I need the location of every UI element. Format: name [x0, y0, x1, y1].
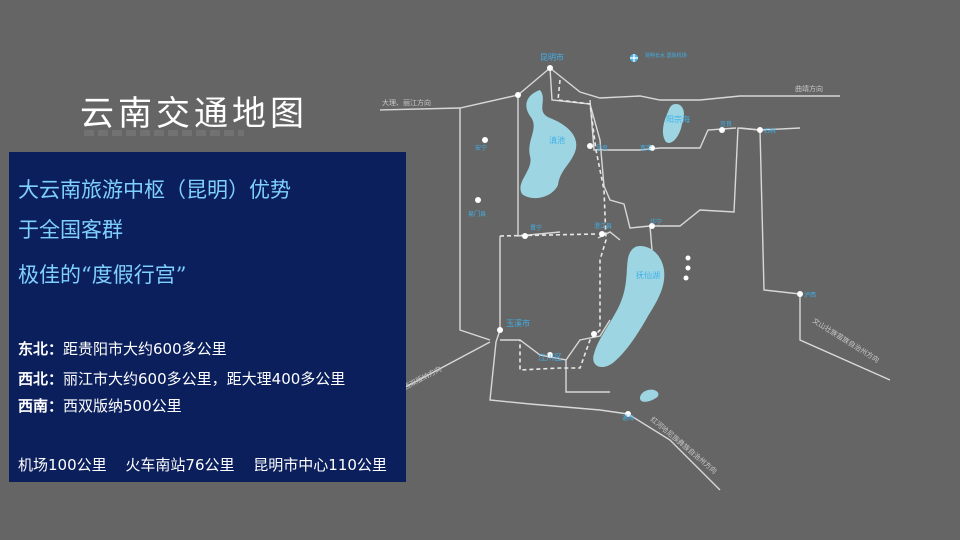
headline-3: 极佳的“度假行宫”: [18, 263, 187, 287]
label-dir-wenshan: 文山壮族苗族自治州方向: [811, 316, 881, 364]
northwest-text: 丽江市大约600多公里，距大理400多公里: [63, 370, 346, 388]
southwest-text: 西双版纳500公里: [63, 397, 182, 415]
southwest-line: 西南：西双版纳500公里: [18, 395, 182, 416]
label-anning: 安宁: [475, 144, 487, 152]
label-kanding: 宽定: [640, 144, 652, 152]
dianchi-lake: [520, 90, 577, 199]
label-huaning: 华宁: [650, 218, 662, 226]
label-airport: 昆明长水 国际机场: [645, 52, 687, 59]
label-kunming: 昆明市: [540, 52, 564, 62]
fuxianhu-lake: [593, 246, 665, 368]
xingyunhu-lake: [640, 389, 659, 402]
northwest-label: 西北：: [18, 370, 64, 388]
headline-2: 于全国客群: [18, 218, 123, 242]
northeast-text: 距贵阳市大约600多公里: [63, 340, 227, 358]
northeast-label: 东北：: [18, 340, 64, 358]
distance-summary: 机场100公里 火车南站76公里 昆明市中心110公里: [18, 454, 401, 475]
label-shilin: 石林: [764, 127, 776, 135]
label-jiangchuan: 江川区: [538, 353, 562, 362]
label-dir-xishuang: 西双版纳方向: [402, 364, 443, 392]
label-luxi: 泸西: [804, 291, 816, 299]
label-yimen: 易门县: [468, 210, 486, 218]
headline-1: 大云南旅游中枢（昆明）优势: [18, 178, 291, 202]
label-jinning: 晋宁: [530, 224, 542, 232]
page-title: 云南交通地图: [80, 94, 308, 134]
station-distance: 火车南站76公里: [125, 456, 235, 474]
southwest-label: 西南：: [18, 397, 64, 415]
label-dir-dali: 大理、丽江方向: [382, 98, 431, 107]
label-dianchi: 滇池: [549, 135, 565, 145]
label-yiliang: 宜良: [720, 120, 732, 128]
label-dir-honghe: 红河哈尼族彝族自治州方向: [649, 415, 719, 476]
label-chengjiang: 澄江县: [594, 222, 612, 230]
label-yuxi: 玉溪市: [506, 318, 530, 328]
northeast-line: 东北：距贵阳市大约600多公里: [18, 338, 227, 359]
yangzonghai-lake: [662, 104, 684, 143]
label-tonghai: 通海: [622, 414, 634, 422]
label-dir-qujing: 曲靖方向: [795, 84, 823, 93]
label-chenggong: 呈贡: [596, 145, 608, 152]
airport-distance: 机场100公里: [18, 456, 107, 474]
northwest-line: 西北：丽江市大约600多公里，距大理400多公里: [18, 368, 345, 389]
label-fuxianhu: 抚仙湖: [636, 270, 660, 280]
center-distance: 昆明市中心110公里: [253, 456, 387, 474]
info-panel: 大云南旅游中枢（昆明）优势 于全国客群 极佳的“度假行宫” 东北：距贵阳市大约6…: [9, 152, 406, 482]
title-underline: [84, 130, 244, 136]
label-yangzonghai: 阳宗海: [666, 114, 690, 124]
